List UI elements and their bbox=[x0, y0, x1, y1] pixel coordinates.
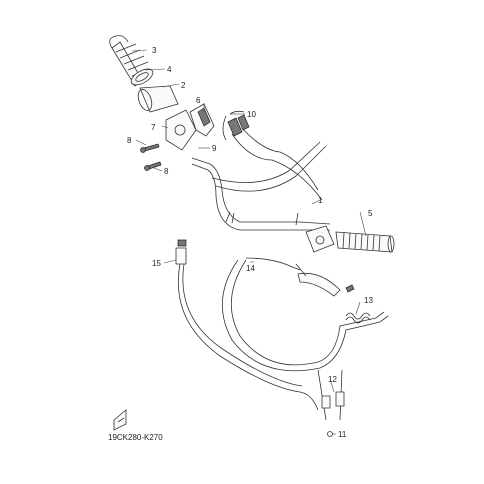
diagram-code: 19CK280-K270 bbox=[108, 433, 163, 442]
part-label-5: 5 bbox=[368, 209, 373, 218]
part-label-13: 13 bbox=[364, 296, 373, 305]
part-label-8-upper: 8 bbox=[127, 136, 132, 145]
cable-14 bbox=[222, 257, 389, 372]
lever bbox=[295, 263, 355, 297]
cable-15 bbox=[175, 239, 319, 411]
screws bbox=[140, 143, 162, 171]
part-label-4: 4 bbox=[167, 65, 172, 74]
throttle-housing bbox=[165, 103, 215, 151]
part-label-11: 11 bbox=[338, 430, 347, 439]
switch-cables bbox=[222, 110, 323, 201]
right-grip bbox=[335, 231, 395, 253]
part-label-6: 6 bbox=[196, 96, 201, 105]
part-label-10: 10 bbox=[247, 110, 256, 119]
part-label-9: 9 bbox=[212, 144, 217, 153]
part-label-15: 15 bbox=[152, 259, 161, 268]
part-label-14: 14 bbox=[246, 264, 255, 273]
grip-ring bbox=[130, 68, 154, 86]
part-label-7: 7 bbox=[151, 123, 156, 132]
leader-lines bbox=[131, 49, 367, 435]
cable-ends bbox=[317, 369, 345, 437]
part-label-2: 2 bbox=[181, 81, 186, 90]
part-label-3: 3 bbox=[152, 46, 157, 55]
part-label-8-lower: 8 bbox=[164, 167, 169, 176]
part-label-1: 1 bbox=[318, 196, 323, 205]
right-lever-holder bbox=[305, 225, 335, 253]
throttle-grip-tube bbox=[137, 85, 179, 113]
part-label-12: 12 bbox=[328, 375, 337, 384]
reference-arrow-icon bbox=[113, 409, 127, 431]
handlebar bbox=[191, 141, 331, 231]
spring bbox=[345, 312, 371, 324]
